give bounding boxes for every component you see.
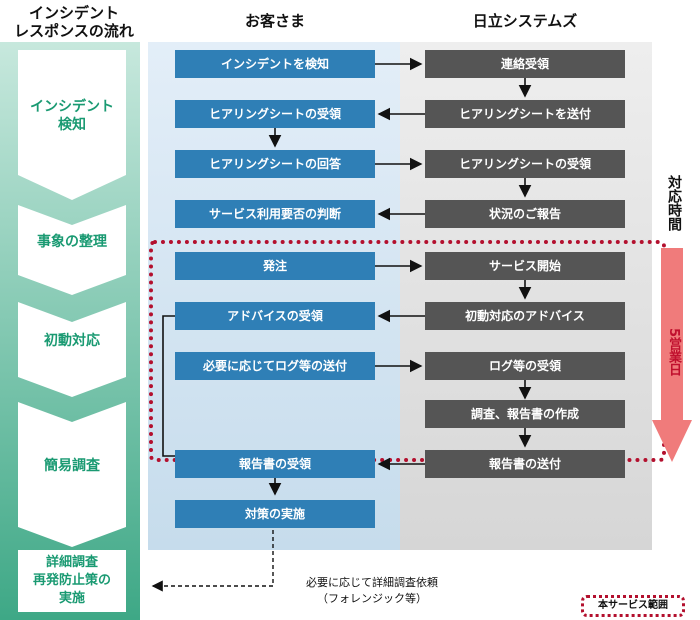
- hitachi-step-send-report: 報告書の送付: [425, 450, 625, 478]
- customer-step-receive-report: 報告書の受領: [175, 450, 375, 478]
- phase-initial-response: 初動対応: [18, 302, 126, 397]
- customer-step-answer-hearing-sheet: ヒアリングシートの回答: [175, 150, 375, 178]
- phase-initial-response-label: 初動対応: [44, 333, 100, 349]
- customer-step-implement-countermeasures: 対策の実施: [175, 500, 375, 528]
- phase-detection: インシデント 検知: [18, 50, 126, 200]
- phase-simple-investigation-label: 簡易調査: [44, 458, 100, 474]
- hitachi-step-initial-advice: 初動対応のアドバイス: [425, 302, 625, 330]
- detailed-investigation-note-line1: 必要に応じて詳細調査依頼: [306, 576, 438, 589]
- customer-header: お客さま: [244, 12, 305, 30]
- hitachi-step-receive-logs: ログ等の受領: [425, 352, 625, 380]
- hitachi-step-send-hearing-sheet: ヒアリングシートを送付: [425, 100, 625, 128]
- timeline-label: 対応時間: [666, 175, 682, 231]
- detailed-investigation-note-line2: （フォレンジック等）: [317, 592, 427, 605]
- phase-organize-label: 事象の整理: [37, 234, 107, 250]
- hitachi-step-start-service: サービス開始: [425, 252, 625, 280]
- phase-detailed-investigation-label: 詳細調査 再発防止策の 実施: [32, 555, 111, 606]
- phase-simple-investigation: 簡易調査: [18, 402, 126, 547]
- hitachi-step-receive-hearing-sheet: ヒアリングシートの受領: [425, 150, 625, 178]
- customer-step-detect: インシデントを検知: [175, 50, 375, 78]
- customer-step-receive-hearing-sheet: ヒアリングシートの受領: [175, 100, 375, 128]
- hitachi-step-status-report: 状況のご報告: [425, 200, 625, 228]
- hitachi-step-receive-contact: 連絡受領: [425, 50, 625, 78]
- customer-step-order: 発注: [175, 252, 375, 280]
- flow-header: インシデント レスポンスの流れ: [14, 4, 134, 40]
- phase-organize: 事象の整理: [18, 205, 126, 295]
- hitachi-header: 日立システムズ: [472, 12, 578, 30]
- phase-detection-label: インシデント 検知: [30, 99, 114, 133]
- customer-step-decide-service-use: サービス利用要否の判断: [175, 200, 375, 228]
- phase-detailed-investigation: 詳細調査 再発防止策の 実施: [18, 550, 126, 612]
- customer-step-receive-advice: アドバイスの受領: [175, 302, 375, 330]
- timeline-duration: 5営業日: [666, 328, 681, 377]
- customer-step-send-logs: 必要に応じてログ等の送付: [175, 352, 375, 380]
- service-scope-legend: 本サービス範囲: [581, 595, 685, 617]
- hitachi-step-investigate-report: 調査、報告書の作成: [425, 400, 625, 428]
